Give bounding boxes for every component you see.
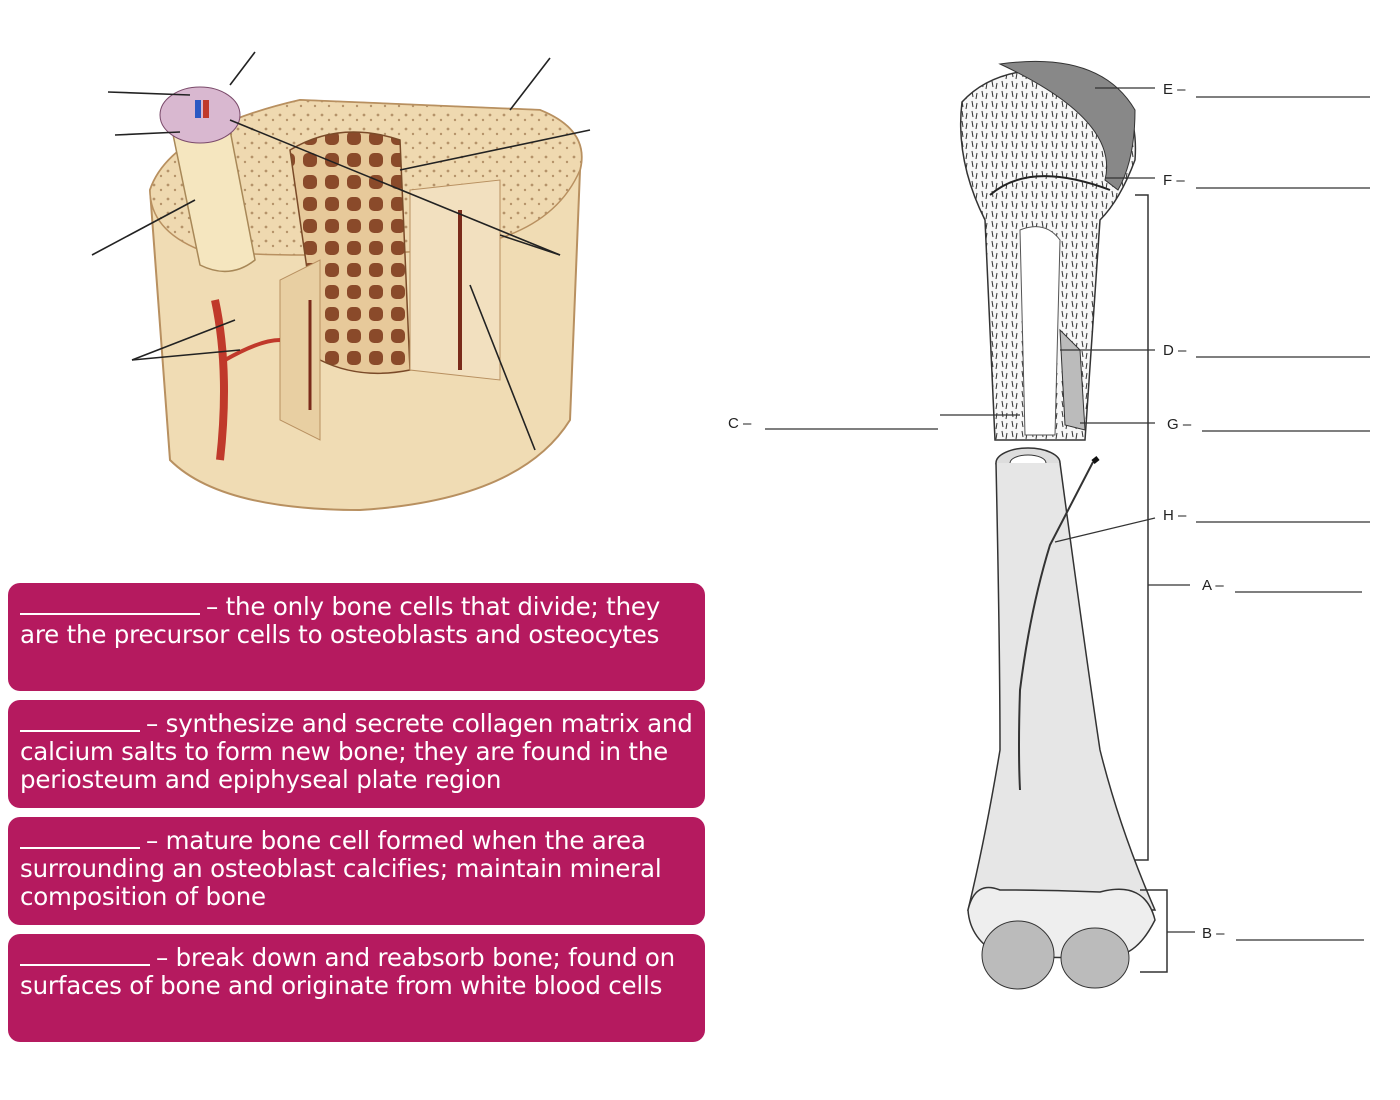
label-E: E – [1163,81,1186,98]
compact-bone-illustration [91,51,591,512]
answer-blank[interactable] [20,827,140,849]
label-H: H – [1163,507,1187,524]
card-text: – synthesize and secrete collagen matrix… [20,709,693,794]
label-F: F – [1163,172,1185,189]
label-B: B – [1202,925,1225,942]
bone-cell-card-osteoclast: – break down and reabsorb bone; found on… [8,934,705,1042]
card-text: – the only bone cells that divide; they … [20,592,661,649]
label-G: G – [1167,416,1192,433]
bone-cell-card-osteoblast: – synthesize and secrete collagen matrix… [8,700,705,808]
label-C: C – [728,415,752,432]
card-text: – break down and reabsorb bone; found on… [20,943,676,1000]
answer-blank[interactable] [20,593,200,615]
answer-blank[interactable] [20,710,140,732]
label-D: D – [1163,342,1187,359]
label-A: A – [1202,577,1224,594]
long-bone-diagram: E – F – D – G – H – A – B – C – [728,60,1370,990]
card-text: – mature bone cell formed when the area … [20,826,662,911]
bone-cell-card-osteocyte: – mature bone cell formed when the area … [8,817,705,925]
bone-cell-card-osteogenic: – the only bone cells that divide; they … [8,583,705,691]
answer-blank[interactable] [20,944,150,966]
